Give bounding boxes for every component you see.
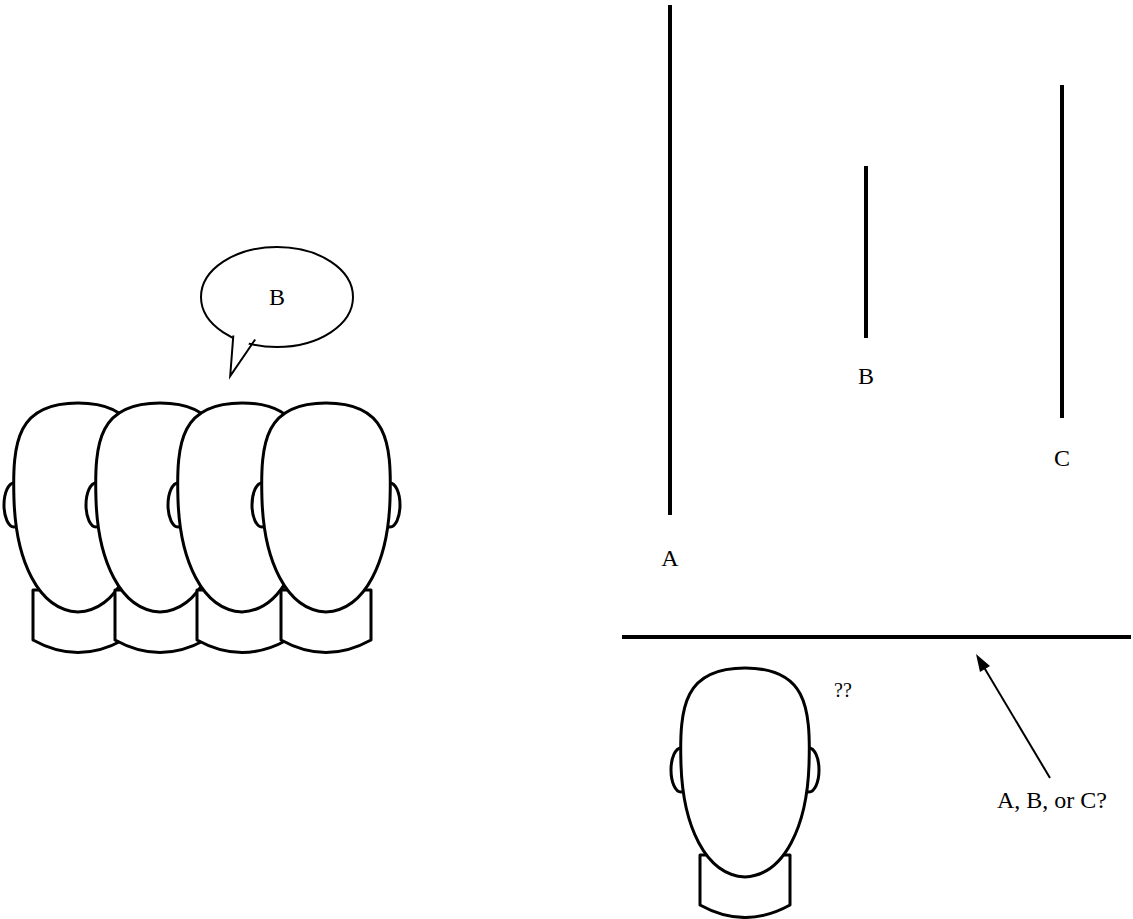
- line-label: A: [661, 545, 678, 571]
- speech-bubble: B: [199, 245, 355, 349]
- line-label: B: [858, 363, 874, 389]
- line-b: [864, 166, 868, 338]
- leader-arrow: [976, 654, 1050, 778]
- bubble-text: B: [269, 284, 285, 310]
- subject-head: [671, 668, 819, 918]
- reference-line: [622, 635, 1131, 639]
- line-a: [668, 5, 672, 515]
- line-c: [1060, 85, 1064, 418]
- question-label: A, B, or C?: [997, 787, 1107, 813]
- comparison-lines: [622, 5, 1131, 637]
- group-head: [252, 403, 400, 653]
- confusion-mark: ??: [834, 679, 852, 701]
- line-label: C: [1054, 445, 1070, 471]
